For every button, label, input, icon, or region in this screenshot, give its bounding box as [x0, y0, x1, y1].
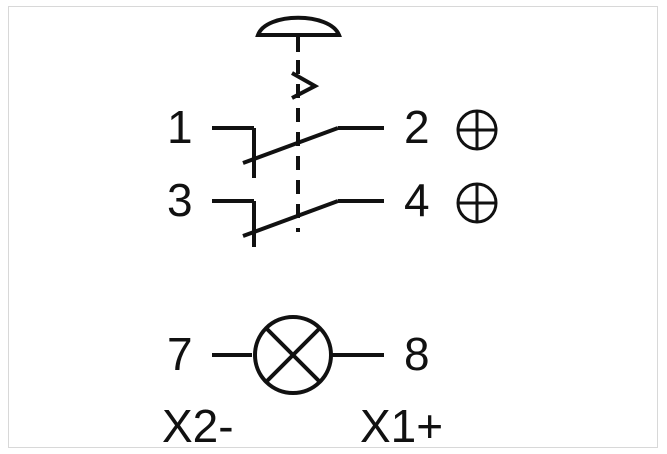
indicator-lamp [212, 315, 384, 395]
lamp-positive-label: X1+ [360, 400, 443, 452]
terminal-4-label: 4 [404, 174, 430, 226]
terminal-7-label: 7 [167, 328, 193, 380]
lamp-negative-label: X2- [162, 400, 234, 452]
diagram-frame [8, 6, 658, 448]
contact-3-4 [212, 199, 384, 247]
contact-1-2 [212, 126, 384, 178]
terminal-1-label: 1 [167, 101, 193, 153]
mushroom-button-icon [255, 15, 342, 52]
plus-circle-icon [456, 182, 498, 224]
spring-return-icon [291, 71, 320, 100]
plus-circle-icon [456, 109, 498, 151]
terminal-3-label: 3 [167, 174, 193, 226]
terminal-2-label: 2 [404, 101, 430, 153]
terminal-8-label: 8 [404, 328, 430, 380]
